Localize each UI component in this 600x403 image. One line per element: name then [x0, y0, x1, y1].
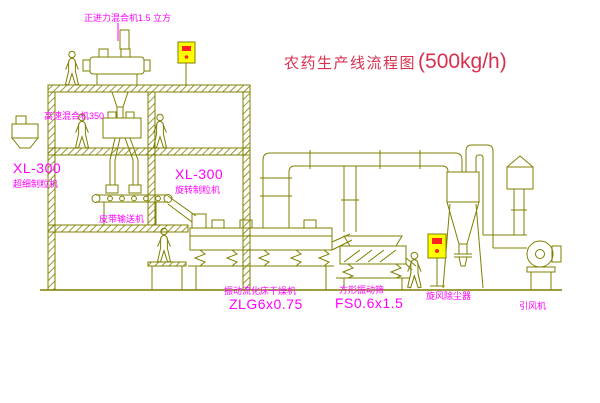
belt-conveyor — [91, 194, 197, 225]
label-fine-granulator-name: 超细制粒机 — [13, 179, 59, 189]
label-fan: 引风机 — [519, 301, 547, 311]
label-rotary-granulator-model: XL-300 — [175, 166, 224, 182]
worker-figure — [65, 50, 79, 86]
worker-figure — [157, 227, 171, 263]
label-vibrating-sieve-model: FS0.6x1.5 — [335, 295, 404, 311]
top-mixer — [82, 29, 151, 119]
exhaust-duct — [260, 150, 463, 232]
granulator — [102, 111, 142, 194]
label-top-mixer: 正进力混合机1.5 立方 — [84, 13, 172, 23]
high-speed-mixer — [10, 115, 40, 149]
label-fluid-bed-dryer: 振动流化床干燥机 — [224, 286, 297, 296]
exhaust-stack — [483, 155, 534, 249]
cyclone-dust-collector — [442, 144, 494, 289]
control-panel-upper — [177, 41, 196, 86]
fluid-bed-dryer — [188, 213, 334, 290]
label-high-speed-mixer: 高速混合机350 — [44, 111, 105, 121]
label-fine-granulator-model: XL-300 — [13, 160, 62, 176]
worker-figure — [153, 113, 167, 149]
label-belt-conveyor: 皮带输送机 — [99, 214, 145, 224]
diagram-title-text: 农药生产线流程图 — [284, 55, 417, 72]
control-panel-lower — [427, 233, 447, 287]
label-cyclone: 旋风除尘器 — [426, 291, 472, 301]
induced-draft-fan — [526, 240, 562, 290]
operator-platform — [147, 261, 187, 290]
label-fluid-bed-dryer-model: ZLG6x0.75 — [229, 296, 303, 312]
vibrating-sieve — [331, 233, 417, 290]
label-rotary-granulator-name: 旋转制粒机 — [175, 185, 221, 195]
diagram-title-capacity: (500kg/h) — [418, 50, 507, 73]
worker-figure — [407, 251, 422, 289]
diagram-title: 农药生产线流程图 (500kg/h) — [284, 50, 507, 74]
building-structure — [40, 84, 562, 291]
label-vibrating-sieve: 方形振动筛 — [339, 285, 385, 295]
